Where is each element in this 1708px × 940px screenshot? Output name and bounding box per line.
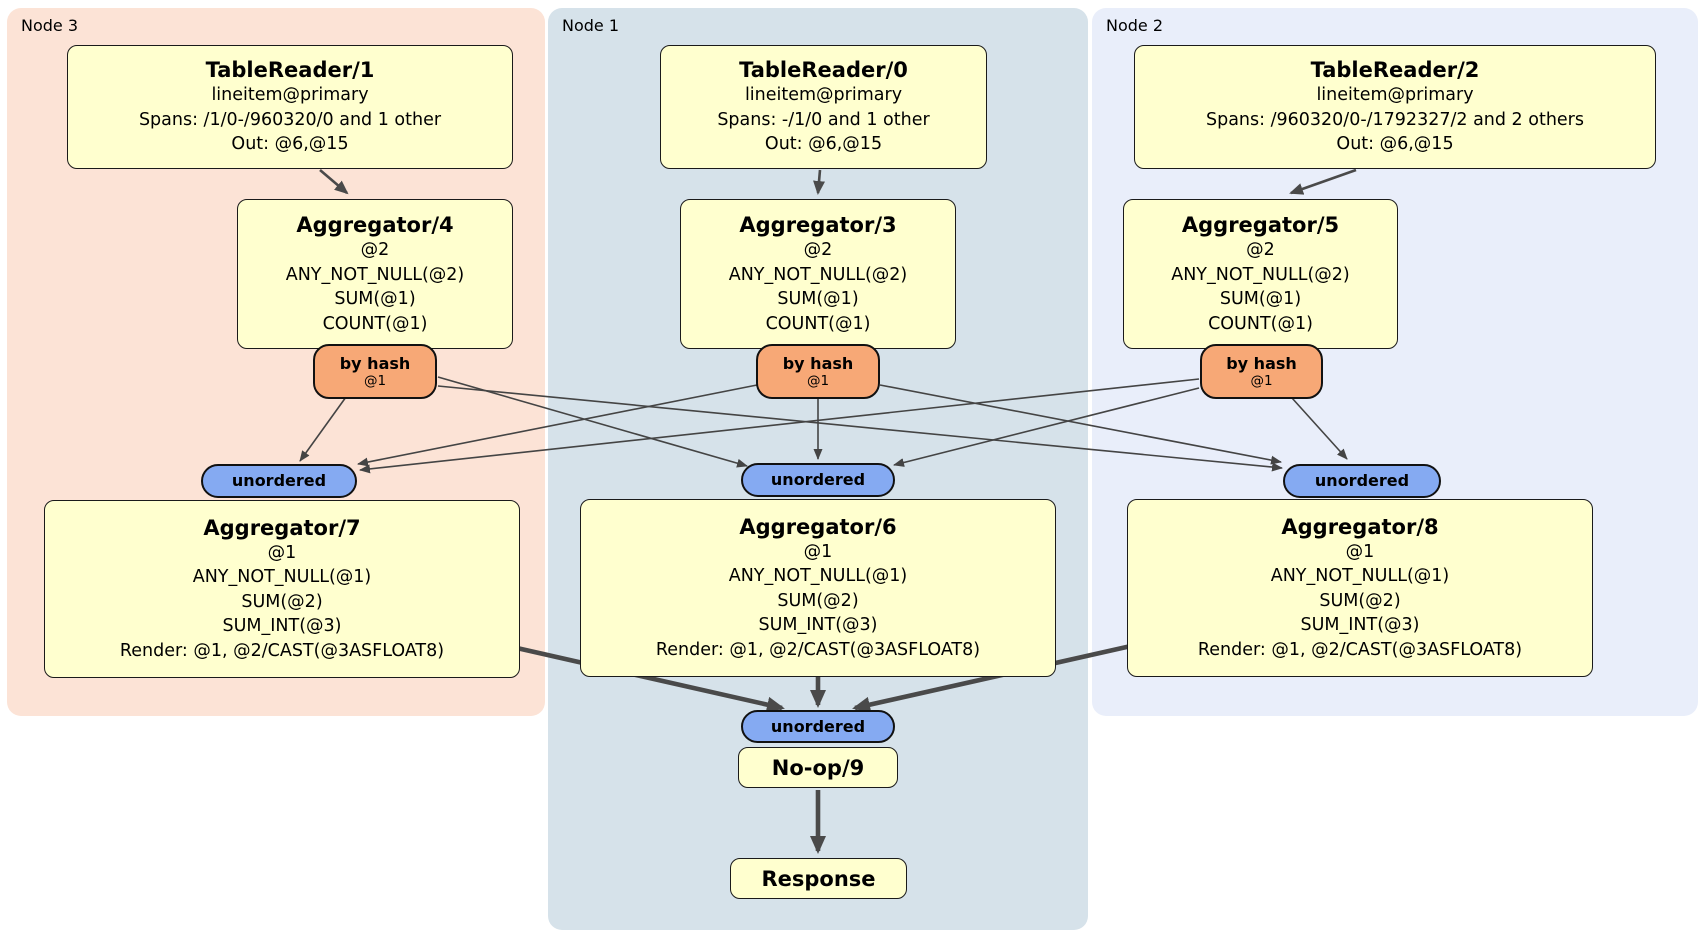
processor-groupcols: @2 [1246, 240, 1275, 260]
processor-agg-fn: ANY_NOT_NULL(@2) [728, 264, 908, 285]
processor-aggregator-5: Aggregator/5 @2 ANY_NOT_NULL(@2) SUM(@1)… [1123, 199, 1398, 349]
stream-unordered-final: unordered [741, 710, 895, 743]
edge-hash4-un6 [437, 376, 748, 468]
processor-tablereader-2: TableReader/2 lineitem@primary Spans: /9… [1134, 45, 1656, 169]
processor-render: Render: @1, @2/CAST(@3ASFLOAT8) [655, 639, 981, 660]
processor-aggregator-7: Aggregator/7 @1 ANY_NOT_NULL(@1) SUM(@2)… [44, 500, 520, 678]
processor-agg-fn: SUM_INT(@3) [222, 616, 342, 637]
edge-hash3-un8 [879, 384, 1282, 465]
edge-hash4-un8 [437, 385, 1283, 472]
processor-agg-fn: COUNT(@1) [322, 313, 428, 334]
processor-response: Response [730, 858, 907, 899]
processor-spans: Spans: /1/0-/960320/0 and 1 other [138, 109, 442, 130]
processor-title: Aggregator/8 [1281, 514, 1439, 539]
processor-index: lineitem@primary [1316, 85, 1474, 106]
router-columns: @1 [806, 372, 830, 389]
processor-aggregator-6: Aggregator/6 @1 ANY_NOT_NULL(@1) SUM(@2)… [580, 499, 1056, 677]
edge-hash5-un6 [893, 387, 1200, 467]
processor-spans: Spans: -/1/0 and 1 other [717, 109, 930, 130]
edge-agg8-un9 [852, 643, 1132, 713]
router-columns: @1 [363, 372, 387, 389]
processor-agg-fn: ANY_NOT_NULL(@1) [1270, 566, 1450, 587]
processor-groupcols: @1 [1345, 541, 1375, 562]
processor-index: lineitem@primary [211, 85, 369, 106]
edge-tr1-agg4 [319, 169, 349, 195]
processor-tablereader-0: TableReader/0 lineitem@primary Spans: -/… [660, 45, 987, 169]
hash-router-streams [299, 376, 1348, 474]
edge-hash5-un8 [1291, 397, 1348, 460]
edge-tr2-agg5 [1289, 168, 1357, 195]
processor-title: Response [761, 866, 876, 891]
router-by-hash-node1: by hash @1 [756, 344, 880, 399]
final-merge-arrows [507, 643, 1132, 854]
router-by-hash-node2: by hash @1 [1200, 344, 1323, 399]
stream-unordered-node3: unordered [201, 464, 357, 498]
processor-title: Aggregator/5 [1181, 213, 1340, 237]
processor-title: Aggregator/4 [296, 213, 454, 237]
processor-agg-fn: SUM(@2) [777, 590, 859, 611]
processor-agg-fn: ANY_NOT_NULL(@1) [728, 566, 908, 587]
processor-groupcols: @2 [803, 240, 833, 260]
processor-title: TableReader/2 [1310, 58, 1480, 83]
processor-aggregator-3: Aggregator/3 @2 ANY_NOT_NULL(@2) SUM(@1)… [680, 199, 956, 349]
processor-aggregator-8: Aggregator/8 @1 ANY_NOT_NULL(@1) SUM(@2)… [1127, 499, 1593, 677]
processor-tablereader-1: TableReader/1 lineitem@primary Spans: /1… [67, 45, 513, 169]
processor-agg-fn: SUM(@2) [241, 591, 323, 612]
processor-title: TableReader/0 [739, 58, 908, 83]
processor-title: Aggregator/3 [739, 213, 897, 237]
stream-unordered-node1: unordered [741, 463, 895, 497]
processor-out: Out: @6,@15 [1336, 134, 1454, 155]
processor-groupcols: @1 [267, 542, 297, 563]
processor-title: No-op/9 [771, 755, 865, 780]
processor-agg-fn: SUM(@1) [777, 289, 859, 309]
processor-render: Render: @1, @2/CAST(@3ASFLOAT8) [119, 640, 445, 661]
processor-title: Aggregator/6 [739, 514, 897, 539]
edge-hash4-un7 [299, 396, 347, 462]
processor-agg-fn: COUNT(@1) [765, 313, 871, 334]
processor-groupcols: @2 [360, 240, 390, 260]
processor-groupcols: @1 [803, 541, 833, 562]
processor-agg-fn: SUM_INT(@3) [758, 615, 878, 636]
edge-agg7-un9 [507, 643, 785, 713]
router-by-hash-node3: by hash @1 [313, 344, 437, 399]
processor-agg-fn: SUM(@1) [334, 289, 416, 309]
router-label: by hash [339, 353, 411, 373]
processor-agg-fn: SUM_INT(@3) [1300, 615, 1420, 636]
region-label-node-3: Node 3 [21, 16, 79, 35]
processor-aggregator-4: Aggregator/4 @2 ANY_NOT_NULL(@2) SUM(@1)… [237, 199, 513, 349]
processor-no-op-9: No-op/9 [738, 747, 898, 788]
processor-agg-fn: ANY_NOT_NULL(@2) [285, 264, 465, 285]
processor-render: Render: @1, @2/CAST(@3ASFLOAT8) [1197, 639, 1523, 660]
edge-tr0-agg3 [813, 169, 826, 195]
region-label-node-1: Node 1 [562, 16, 620, 35]
processor-out: Out: @6,@15 [764, 134, 883, 155]
edge-hash5-un7 [359, 378, 1200, 474]
processor-agg-fn: SUM(@1) [1219, 289, 1302, 309]
stream-label: unordered [231, 471, 327, 490]
processor-index: lineitem@primary [744, 85, 903, 106]
router-label: by hash [1226, 353, 1297, 373]
router-columns: @1 [1250, 372, 1273, 389]
stream-label: unordered [770, 470, 866, 489]
processor-agg-fn: ANY_NOT_NULL(@2) [1171, 264, 1350, 285]
processor-out: Out: @6,@15 [231, 134, 349, 155]
region-label-node-2: Node 2 [1106, 16, 1164, 35]
processor-agg-fn: SUM(@2) [1319, 590, 1401, 611]
processor-spans: Spans: /960320/0-/1792327/2 and 2 others [1205, 109, 1584, 130]
tablereader-to-aggregator-arrows [319, 168, 1357, 195]
processor-agg-fn: COUNT(@1) [1208, 313, 1313, 334]
stream-label: unordered [1314, 471, 1410, 490]
processor-title: Aggregator/7 [203, 515, 361, 540]
stream-unordered-node2: unordered [1283, 464, 1441, 498]
edge-hash3-un7 [357, 384, 758, 467]
processor-agg-fn: ANY_NOT_NULL(@1) [192, 567, 372, 588]
stream-label: unordered [770, 716, 866, 736]
router-label: by hash [782, 353, 854, 373]
processor-title: TableReader/1 [205, 58, 375, 83]
